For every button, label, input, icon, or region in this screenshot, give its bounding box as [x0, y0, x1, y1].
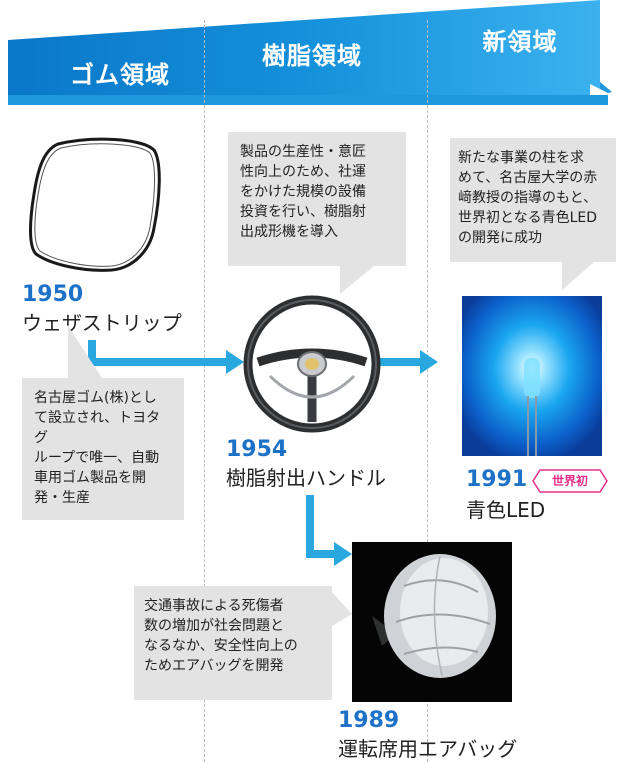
header-resin-label: 樹脂領域	[262, 42, 362, 70]
callout-airbag-text: 交通事故による死傷者 数の増加が社会問題と なるなか、安全性向上の ためエアバッ…	[144, 598, 298, 674]
header-new-label: 新領域	[482, 28, 558, 56]
world-first-badge-shape	[532, 469, 608, 493]
year-1950: 1950	[22, 282, 84, 307]
airbag-image	[352, 542, 512, 702]
callout-resin-text: 製品の生産性・意匠 性向上のため、社運 をかけた規模の設備 投資を行い、樹脂射 …	[240, 144, 366, 240]
steering-wheel-image	[243, 295, 381, 433]
world-first-badge: 世界初	[551, 474, 588, 488]
timeline-banner	[8, 0, 612, 105]
callout-resin-shape	[228, 132, 406, 294]
product-name-steering-wheel: 樹脂射出ハンドル	[226, 466, 386, 490]
callout-new-text: 新たな事業の柱を求 めて、名古屋大学の赤 﨑教授の指導のもと、 世界初となる青色…	[458, 150, 598, 246]
year-1954: 1954	[226, 437, 288, 462]
product-name-blue-led: 青色LED	[466, 498, 546, 522]
blue-led-image	[462, 296, 602, 456]
callout-rubber-shape	[22, 326, 184, 520]
callout-rubber: 名古屋ゴム(株)とし て設立され、トヨタグ ループで唯一、自動 車用ゴム製品を開…	[22, 378, 184, 520]
header-rubber-label: ゴム領域	[70, 61, 170, 89]
callout-airbag-shape	[134, 586, 352, 700]
callout-resin: 製品の生産性・意匠 性向上のため、社運 をかけた規模の設備 投資を行い、樹脂射 …	[228, 132, 406, 266]
callout-airbag: 交通事故による死傷者 数の増加が社会問題と なるなか、安全性向上の ためエアバッ…	[134, 586, 332, 700]
product-name-weatherstrip: ウェザストリップ	[22, 311, 182, 335]
callout-new-shape	[450, 138, 616, 290]
divider-resin-new	[427, 20, 428, 762]
divider-rubber-resin	[204, 20, 205, 762]
year-1991: 1991	[466, 467, 528, 492]
year-1989: 1989	[338, 708, 400, 733]
callout-new: 新たな事業の柱を求 めて、名古屋大学の赤 﨑教授の指導のもと、 世界初となる青色…	[450, 138, 616, 262]
product-name-airbag: 運転席用エアバッグ	[338, 737, 518, 761]
weatherstrip-image	[29, 137, 161, 272]
callout-rubber-text: 名古屋ゴム(株)とし て設立され、トヨタグ ループで唯一、自動 車用ゴム製品を開…	[34, 390, 161, 506]
